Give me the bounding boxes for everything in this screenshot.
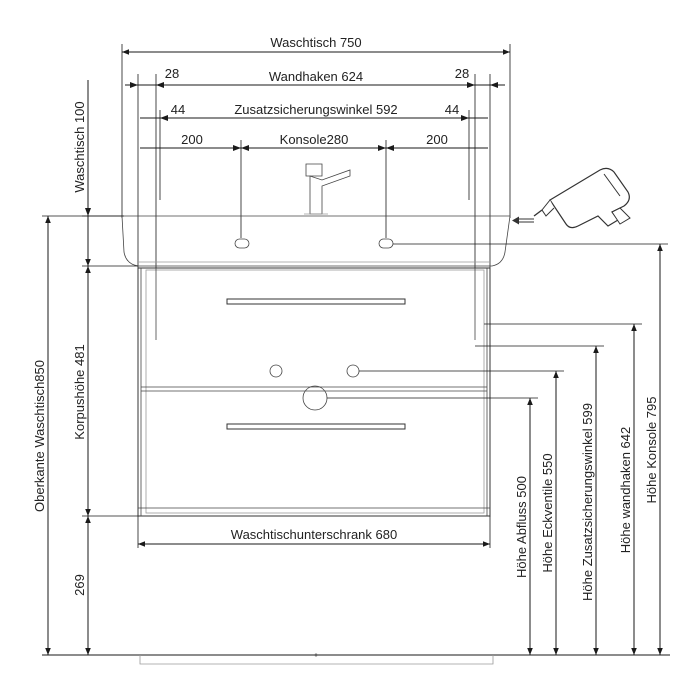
label-h-abfluss-500: Höhe Abfluss 500	[514, 476, 529, 578]
label-waschtisch-100: Waschtisch 100	[72, 101, 87, 192]
eckventil-left	[269, 364, 283, 378]
label-korpushoehe-481: Korpushöhe 481	[72, 344, 87, 439]
label-28-right: 28	[455, 66, 469, 81]
drill-icon	[533, 167, 631, 229]
label-h-zusatz-599: Höhe Zusatzsicherungswinkel 599	[580, 403, 595, 601]
label-konsole-280: Konsole280	[280, 132, 349, 147]
konsole-hole-left	[234, 238, 250, 249]
konsole-hole-right	[378, 238, 394, 249]
label-200-right: 200	[426, 132, 448, 147]
label-h-konsole-795: Höhe Konsole 795	[644, 397, 659, 504]
drawer-handle-bottom	[226, 423, 406, 430]
label-zusatz-592: Zusatzsicherungswinkel 592	[234, 102, 397, 117]
label-44-right: 44	[445, 102, 459, 117]
washbasin-top	[121, 215, 511, 267]
label-wandhaken-624: Wandhaken 624	[269, 69, 363, 84]
label-oberkante-850: Oberkante Waschtisch850	[32, 360, 47, 512]
faucet-icon	[304, 163, 351, 215]
cabinet-body	[137, 267, 491, 517]
label-269: 269	[72, 574, 87, 596]
label-waschtisch-750: Waschtisch 750	[270, 35, 361, 50]
label-200-left: 200	[181, 132, 203, 147]
label-h-wandhaken-642: Höhe wandhaken 642	[618, 427, 633, 554]
label-unterschrank-680: Waschtischunterschrank 680	[231, 527, 397, 542]
label-h-eckventile-550: Höhe Eckventile 550	[540, 453, 555, 572]
arrow-left-icon	[512, 216, 534, 225]
drawer-handle-top	[226, 298, 406, 305]
floor-outline	[139, 655, 494, 665]
label-28-left: 28	[165, 66, 179, 81]
cabinet-inner	[145, 269, 485, 514]
label-44-left: 44	[171, 102, 185, 117]
